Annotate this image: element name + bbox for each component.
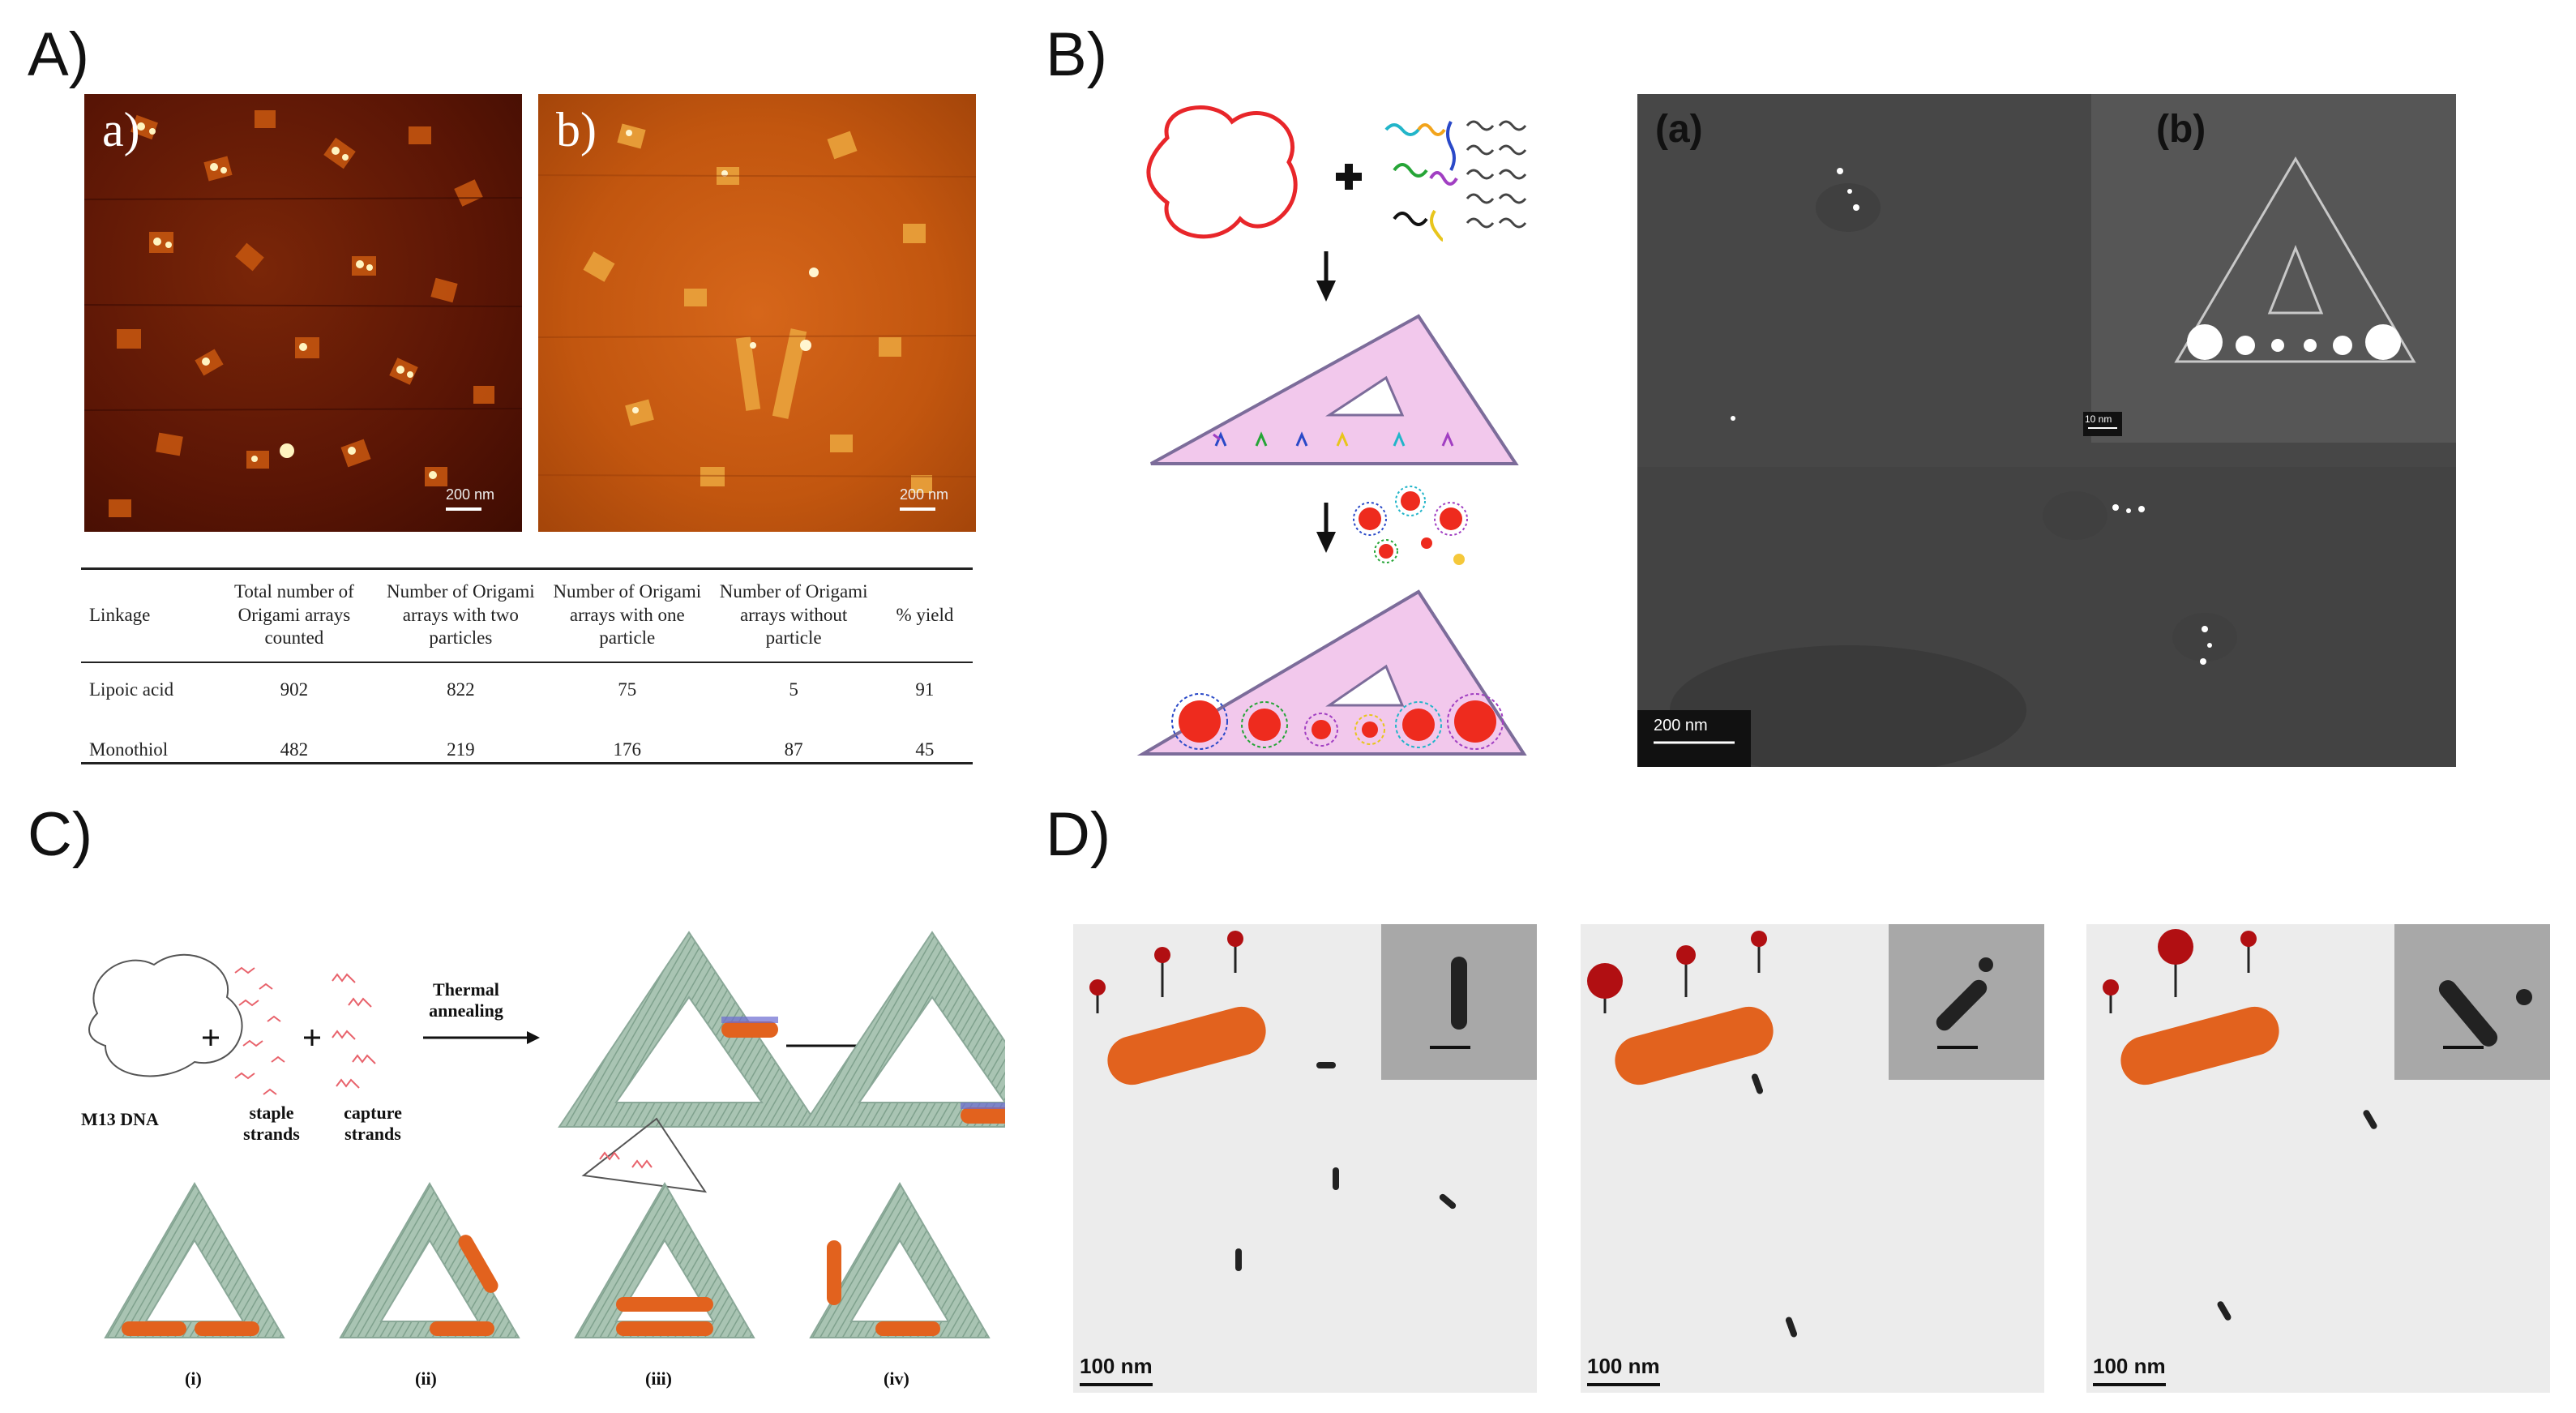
afm-image-b: b) 200 nm [538, 94, 976, 532]
tem-d2-scale: 100 nm [1587, 1354, 1660, 1378]
tem-d1-scale: 100 nm [1080, 1354, 1153, 1378]
col-header: Number of Origami arrays with one partic… [553, 580, 702, 649]
col-header: Linkage [89, 604, 151, 625]
table-top-rule [81, 567, 973, 570]
config-ii-icon [339, 1182, 520, 1338]
scaffold-strand-icon [1146, 105, 1298, 239]
staple-label: staple strands [243, 1103, 300, 1145]
thermal-annealing-label: Thermal annealing [429, 979, 503, 1021]
nanorod-icon [721, 1017, 778, 1038]
table-row: Lipoic acid 902 822 75 5 91 [81, 660, 973, 720]
tem-inset-scale: 10 nm [2085, 413, 2112, 425]
triangle-cavity-icon [1324, 375, 1405, 417]
capture-label: capture strands [344, 1103, 402, 1145]
nanoparticles-icon [1353, 486, 1468, 565]
table-cell: 219 [447, 739, 475, 760]
zoom-callout-icon [581, 1117, 708, 1193]
yield-table: Linkage Total number of Origami arrays c… [81, 571, 973, 780]
tem-label-b: (b) [2156, 108, 2206, 151]
table-row: Monothiol 482 219 176 87 45 [81, 720, 973, 780]
config-i-icon [104, 1182, 285, 1338]
arrow-down-icon [1316, 503, 1336, 553]
arrow-down-icon [1316, 251, 1336, 302]
table-cell: 87 [784, 739, 803, 760]
tem-label-a: (a) [1655, 108, 1703, 151]
afm-image-a-label: a) [102, 103, 140, 156]
table-cell: Lipoic acid [89, 679, 174, 700]
assembled-nanoparticles-icon [1171, 693, 1504, 750]
staple-strands-icon [1384, 121, 1458, 242]
afm-image-a-scale: 200 nm [446, 486, 495, 503]
table-cell: 5 [789, 679, 798, 700]
afm-image-a-texture [84, 110, 522, 517]
afm-image-b-texture [538, 123, 976, 511]
table-header-rule [81, 662, 973, 663]
table-header-row: Linkage Total number of Origami arrays c… [81, 571, 973, 660]
panel-b-schematic [1136, 105, 1527, 756]
tem-image-d2-content [1587, 924, 2044, 1386]
table-cell: 45 [915, 739, 935, 760]
afm-image-b-label: b) [556, 103, 597, 156]
tem-image-d3: 100 nm [2086, 924, 2550, 1393]
arrow-right-icon [423, 1031, 540, 1044]
m13-scaffold-icon [88, 953, 243, 1077]
table-cell: Monothiol [89, 739, 169, 760]
tem-main-scale: 200 nm [1654, 717, 1708, 734]
plus-icon [203, 1030, 320, 1046]
config-ii-label: (ii) [415, 1368, 437, 1389]
panel-label-b: B) [1046, 20, 1107, 89]
panel-label-c: C) [28, 800, 93, 869]
table-cell: 822 [447, 679, 475, 700]
afm-image-b-scale: 200 nm [900, 486, 949, 503]
config-iv-label: (iv) [884, 1368, 909, 1389]
config-iv-icon [809, 1182, 991, 1338]
afm-image-a: a) 200 nm [84, 94, 522, 532]
col-header: % yield [896, 604, 954, 625]
tem-image-d2: 100 nm [1581, 924, 2044, 1393]
staple-strands-icon [234, 966, 285, 1095]
triangle-cavity-icon [1325, 664, 1405, 707]
tem-image-b: (a) (b) 10 nm 200 nm [1637, 94, 2456, 767]
m13-label: M13 DNA [81, 1109, 159, 1129]
col-header: Number of Origami arrays without particl… [719, 580, 868, 649]
origami-triangle-icon [1150, 314, 1519, 465]
col-header: Total number of Origami arrays counted [233, 580, 354, 649]
panel-c-schematic [88, 931, 1005, 1338]
tem-image-d3-content [2093, 924, 2550, 1386]
config-iii-label: (iii) [645, 1368, 672, 1389]
table-cell: 482 [280, 739, 309, 760]
col-header: Number of Origami arrays with two partic… [386, 580, 535, 649]
panel-label-a: A) [28, 20, 89, 89]
table-cell: 91 [915, 679, 935, 700]
capture-strands-icon [332, 973, 376, 1089]
table-cell: 75 [618, 679, 637, 700]
tem-d3-scale: 100 nm [2093, 1354, 2166, 1378]
tem-image-d1: 100 nm [1073, 924, 1537, 1393]
tem-image-b-texture [1637, 94, 2456, 767]
table-cell: 902 [280, 679, 309, 700]
plus-icon [1336, 164, 1362, 190]
config-iii-icon [574, 1182, 755, 1338]
tem-image-d1-content [1080, 924, 1537, 1386]
capture-strands-icon [1213, 431, 1454, 447]
panel-label-d: D) [1046, 800, 1111, 869]
staple-strands-gray-icon [1466, 120, 1527, 229]
table-cell: 176 [613, 739, 642, 760]
origami-triangle-icon [558, 931, 820, 1128]
config-i-label: (i) [185, 1368, 202, 1389]
table-bottom-rule [81, 762, 973, 764]
origami-triangle-loaded-icon [801, 931, 1005, 1128]
